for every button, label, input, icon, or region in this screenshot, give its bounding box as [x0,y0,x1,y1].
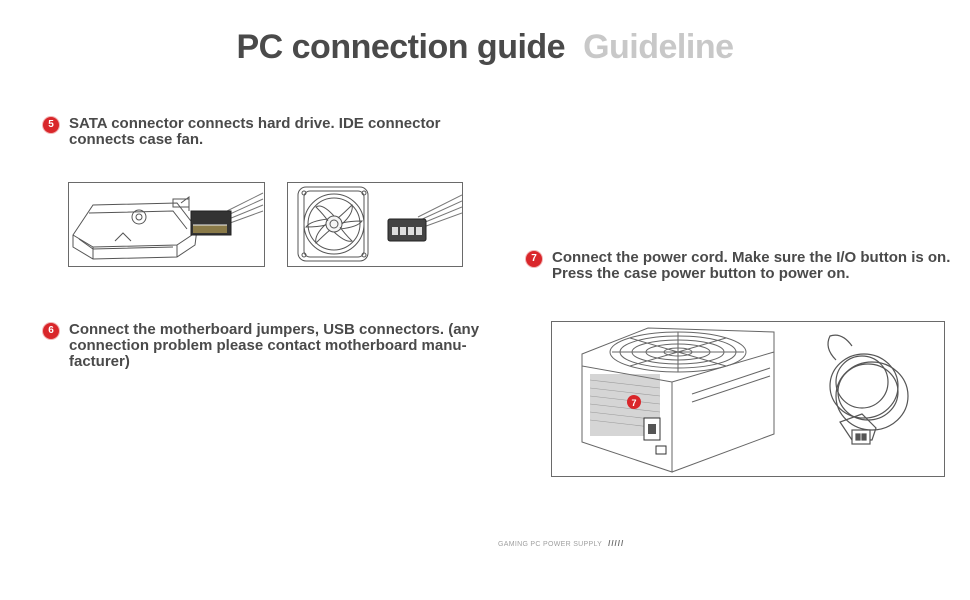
hard-drive-icon [72,192,264,260]
step-7: 7 Connect the power cord. Make sure the … [526,250,966,282]
power-cord-icon [827,334,909,445]
step-number-badge: 5 [43,117,59,133]
power-supply-illustration: 7 [551,321,945,477]
psu-callout-badge [627,395,641,409]
case-fan-illustration [287,182,463,267]
psu-callout-number: 7 [631,398,636,408]
step-text: Connect the power cord. Make sure the I/… [552,249,951,282]
step-text: SATA connector connects hard drive. IDE … [69,115,441,148]
step-text: Connect the motherboard jumpers, USB con… [69,321,480,370]
step-6: 6 Connect the motherboard jumpers, USB c… [43,322,513,370]
footer-text: GAMING PC POWER SUPPLY [498,541,603,548]
step-number-badge: 6 [43,323,59,339]
footer-mark: ///// [608,539,625,548]
page-subtitle: Guideline [583,28,734,66]
step-5: 5 SATA connector connects hard drive. ID… [43,116,473,148]
page-title: PC connection guide Guideline [0,28,970,67]
footer: GAMING PC POWER SUPPLY ///// [498,539,624,548]
page-title-main: PC connection guide [236,28,566,66]
step-number-badge: 7 [526,251,542,267]
sata-hard-drive-illustration [68,182,265,267]
power-supply-icon: 7 [581,327,909,473]
fan-icon [297,186,463,262]
